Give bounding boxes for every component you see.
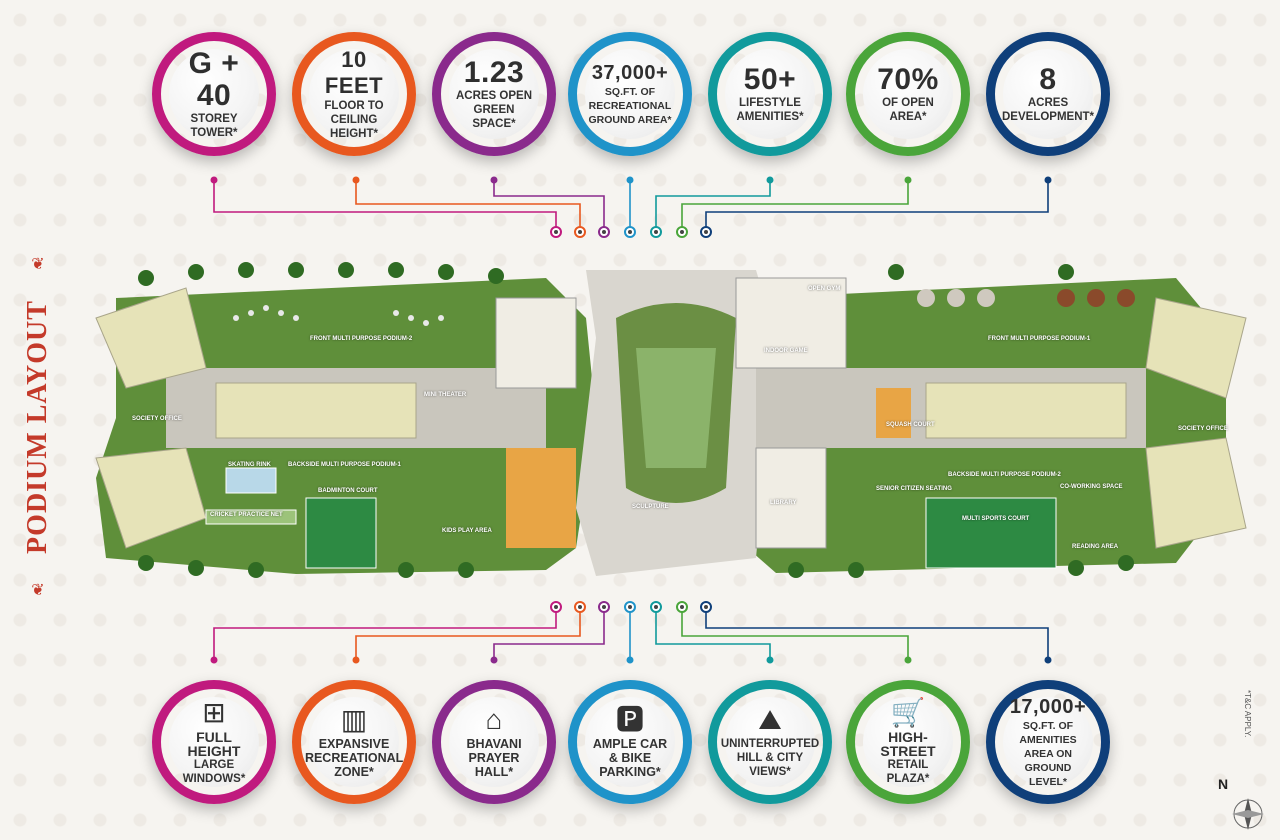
feature-amenities-area: 17,000+ SQ.FT. OF AMENITIES AREA ON GROU… bbox=[986, 680, 1110, 804]
ornament-icon: ❦ bbox=[31, 256, 45, 273]
stat-label: STOREY TOWER* bbox=[190, 113, 238, 139]
podium-map bbox=[95, 262, 1247, 578]
stat-value: 8 bbox=[1039, 63, 1057, 96]
map-label-society-office-right: SOCIETY OFFICE bbox=[1178, 426, 1228, 432]
feature-recreational-zone: ▥ EXPANSIVE RECREATIONAL ZONE* bbox=[292, 680, 416, 804]
feature-title: UNINTERRUPTED HILL & CITY VIEWS* bbox=[720, 738, 820, 778]
feature-retail-plaza: 🛒 HIGH-STREET RETAIL PLAZA* bbox=[846, 680, 970, 804]
stat-value: 10 FEET bbox=[324, 47, 384, 98]
stat-label: LIFESTYLE AMENITIES* bbox=[736, 97, 804, 123]
north-label: N bbox=[1218, 776, 1229, 792]
road-icon: ⛰ bbox=[758, 704, 782, 735]
stat-ceiling-height: 10 FEET FLOOR TO CEILING HEIGHT* bbox=[292, 32, 416, 156]
stat-label: ACRES DEVELOPMENT* bbox=[1002, 97, 1095, 123]
stat-value: 70% bbox=[877, 63, 939, 96]
feature-label: LARGE WINDOWS* bbox=[182, 759, 246, 785]
feature-parking: 🅿 AMPLE CAR & BIKE PARKING* bbox=[568, 680, 692, 804]
stat-label: ACRES OPEN GREEN SPACE* bbox=[455, 90, 533, 130]
map-label-mini-theater: MINI THEATER bbox=[424, 392, 467, 398]
map-label-squash: SQUASH COURT bbox=[886, 422, 935, 428]
stat-value: 50+ bbox=[743, 63, 797, 96]
cart-icon: 🛒 bbox=[890, 697, 926, 728]
compass-icon bbox=[1232, 798, 1264, 830]
map-label-back-podium-2: BACKSIDE MULTI PURPOSE PODIUM-2 bbox=[948, 472, 1061, 478]
temple-icon: ⌂ bbox=[485, 704, 503, 735]
map-label-cricket: CRICKET PRACTICE NET bbox=[210, 512, 283, 518]
map-label-skating: SKATING RINK bbox=[228, 462, 271, 468]
map-label-badminton: BADMINTON COURT bbox=[318, 488, 378, 494]
stat-green-space: 1.23 ACRES OPEN GREEN SPACE* bbox=[432, 32, 556, 156]
stat-value: G + 40 bbox=[188, 47, 240, 112]
parking-icon: 🅿 bbox=[615, 704, 644, 735]
feature-title: AMPLE CAR & BIKE PARKING* bbox=[592, 737, 668, 779]
feature-label: RETAIL PLAZA* bbox=[886, 759, 930, 785]
podium-layout-title: ❦ PODIUM LAYOUT ❦ bbox=[22, 256, 53, 599]
stat-value: 37,000+ bbox=[591, 62, 669, 84]
map-label-front-podium-2: FRONT MULTI PURPOSE PODIUM-2 bbox=[310, 336, 413, 342]
tc-note: *T&C APPLY. bbox=[1243, 690, 1252, 738]
stat-lifestyle-amenities: 50+ LIFESTYLE AMENITIES* bbox=[708, 32, 832, 156]
map-label-reading: READING AREA bbox=[1072, 544, 1119, 550]
map-label-front-podium-1: FRONT MULTI PURPOSE PODIUM-1 bbox=[988, 336, 1091, 342]
map-label-society-office-left: SOCIETY OFFICE bbox=[132, 416, 182, 422]
building-icon: ▥ bbox=[340, 704, 368, 735]
map-label-back-podium-1: BACKSIDE MULTI PURPOSE PODIUM-1 bbox=[288, 462, 401, 468]
map-label-library: LIBRARY bbox=[770, 500, 797, 506]
stat-value: 1.23 bbox=[463, 56, 525, 89]
stat-label: FLOOR TO CEILING HEIGHT* bbox=[324, 100, 384, 140]
map-label-open-gym: OPEN GYM bbox=[808, 286, 841, 292]
stat-storey-tower: G + 40 STOREY TOWER* bbox=[152, 32, 276, 156]
map-label-kids: KIDS PLAY AREA bbox=[442, 528, 492, 534]
map-label-sculpture: SCULPTURE bbox=[632, 504, 669, 510]
map-label-senior: SENIOR CITIZEN SEATING bbox=[876, 486, 952, 492]
feature-views: ⛰ UNINTERRUPTED HILL & CITY VIEWS* bbox=[708, 680, 832, 804]
window-icon: ⊞ bbox=[202, 697, 226, 728]
stat-label: SQ.FT. OF RECREATIONAL GROUND AREA* bbox=[588, 86, 672, 126]
feature-title: 17,000+ bbox=[1009, 696, 1087, 718]
stat-acres-development: 8 ACRES DEVELOPMENT* bbox=[986, 32, 1110, 156]
stat-open-area: 70% OF OPEN AREA* bbox=[846, 32, 970, 156]
feature-prayer-hall: ⌂ BHAVANI PRAYER HALL* bbox=[432, 680, 556, 804]
feature-title: BHAVANI PRAYER HALL* bbox=[466, 737, 522, 779]
feature-title: FULL HEIGHT bbox=[187, 729, 241, 759]
feature-label: SQ.FT. OF AMENITIES AREA ON GROUND LEVEL… bbox=[1019, 720, 1077, 788]
north-compass: N bbox=[1218, 776, 1268, 832]
feature-full-height-windows: ⊞ FULL HEIGHT LARGE WINDOWS* bbox=[152, 680, 276, 804]
stat-recreational-area: 37,000+ SQ.FT. OF RECREATIONAL GROUND AR… bbox=[568, 32, 692, 156]
ornament-icon: ❦ bbox=[31, 582, 45, 599]
feature-title: HIGH-STREET bbox=[880, 729, 936, 759]
map-label-indoor-games: INDOOR GAME bbox=[764, 348, 808, 354]
feature-title: EXPANSIVE RECREATIONAL ZONE* bbox=[304, 737, 404, 779]
stat-label: OF OPEN AREA* bbox=[882, 97, 934, 123]
map-label-coworking: CO-WORKING SPACE bbox=[1060, 484, 1123, 490]
map-label-multi-sports: MULTI SPORTS COURT bbox=[962, 516, 1030, 522]
